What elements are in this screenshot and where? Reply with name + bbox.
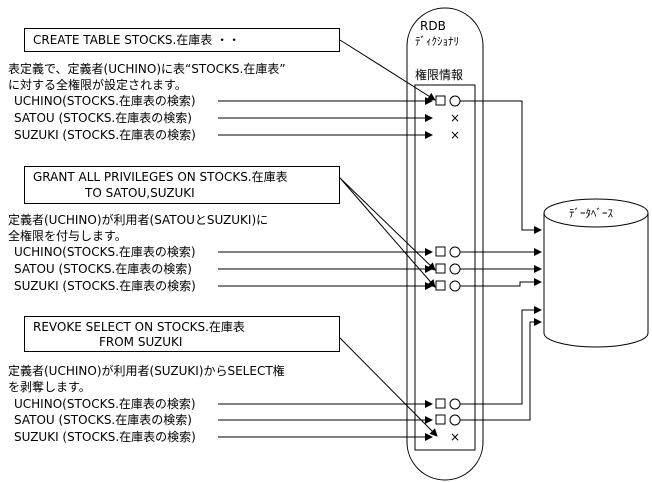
revoke-statement: REVOKE SELECT ON STOCKS.在庫表 FROM SUZUKI xyxy=(24,316,340,352)
user-label-satou: SATOU (STOCKS.在庫表の検索) xyxy=(14,111,192,125)
access-marks xyxy=(435,95,461,426)
denied-mark: × xyxy=(450,430,461,444)
auth-info-label: 権限情報 xyxy=(415,68,464,82)
statement-line: CREATE TABLE STOCKS.在庫表 ・・ xyxy=(33,33,241,47)
statement-line: REVOKE SELECT ON STOCKS.在庫表 xyxy=(33,320,245,334)
database-cylinder xyxy=(543,198,649,348)
user-label-uchino: UCHINO(STOCKS.在庫表の検索) xyxy=(14,397,196,411)
description-line: を剥奪します。 xyxy=(8,380,91,394)
stmt1-arrow xyxy=(339,39,436,101)
create-table-statement: CREATE TABLE STOCKS.在庫表 ・・ xyxy=(24,28,340,52)
user-label-suzuki: SUZUKI (STOCKS.在庫表の検索) xyxy=(14,128,196,142)
database-label: ﾃﾞｰﾀﾍﾞｰｽ xyxy=(569,207,613,220)
user-label-satou: SATOU (STOCKS.在庫表の検索) xyxy=(14,262,192,276)
description-line: 表定義で、定義者(UCHINO)に表“STOCKS.在庫表” xyxy=(8,62,286,76)
rdb-dictionary-title: ﾃﾞｨｸｼｮﾅﾘ xyxy=(415,35,459,48)
rdb-title: RDB xyxy=(420,19,446,33)
description-line: 全権限を付与します。 xyxy=(8,229,127,243)
user-label-uchino: UCHINO(STOCKS.在庫表の検索) xyxy=(14,245,196,259)
statement-line: TO SATOU,SUZUKI xyxy=(85,186,195,200)
user-label-suzuki: SUZUKI (STOCKS.在庫表の検索) xyxy=(14,279,196,293)
description-line: 定義者(UCHINO)が利用者(SATOUとSUZUKI)に xyxy=(8,213,269,227)
rdb-dictionary-capsule xyxy=(406,7,484,481)
stmt2-arrow-a xyxy=(339,177,436,271)
stmt3-arrow xyxy=(339,337,438,437)
statement-line: FROM SUZUKI xyxy=(99,335,183,349)
user-label-satou: SATOU (STOCKS.在庫表の検索) xyxy=(14,413,192,427)
description-line: 定義者(UCHINO)が利用者(SUZUKI)からSELECT権 xyxy=(8,364,285,378)
user-label-uchino: UCHINO(STOCKS.在庫表の検索) xyxy=(14,94,196,108)
user-label-suzuki: SUZUKI (STOCKS.在庫表の検索) xyxy=(14,430,196,444)
database-connections xyxy=(460,100,542,421)
denied-mark: × xyxy=(450,111,461,125)
statement-line: GRANT ALL PRIVILEGES ON STOCKS.在庫表 xyxy=(33,170,288,184)
stmt2-arrow-b xyxy=(339,177,436,288)
description-line: に対する全権限が設定されます。 xyxy=(8,78,187,92)
denied-mark: × xyxy=(450,128,461,142)
auth-info-box xyxy=(414,84,476,451)
grant-statement: GRANT ALL PRIVILEGES ON STOCKS.在庫表 TO SA… xyxy=(24,166,340,204)
